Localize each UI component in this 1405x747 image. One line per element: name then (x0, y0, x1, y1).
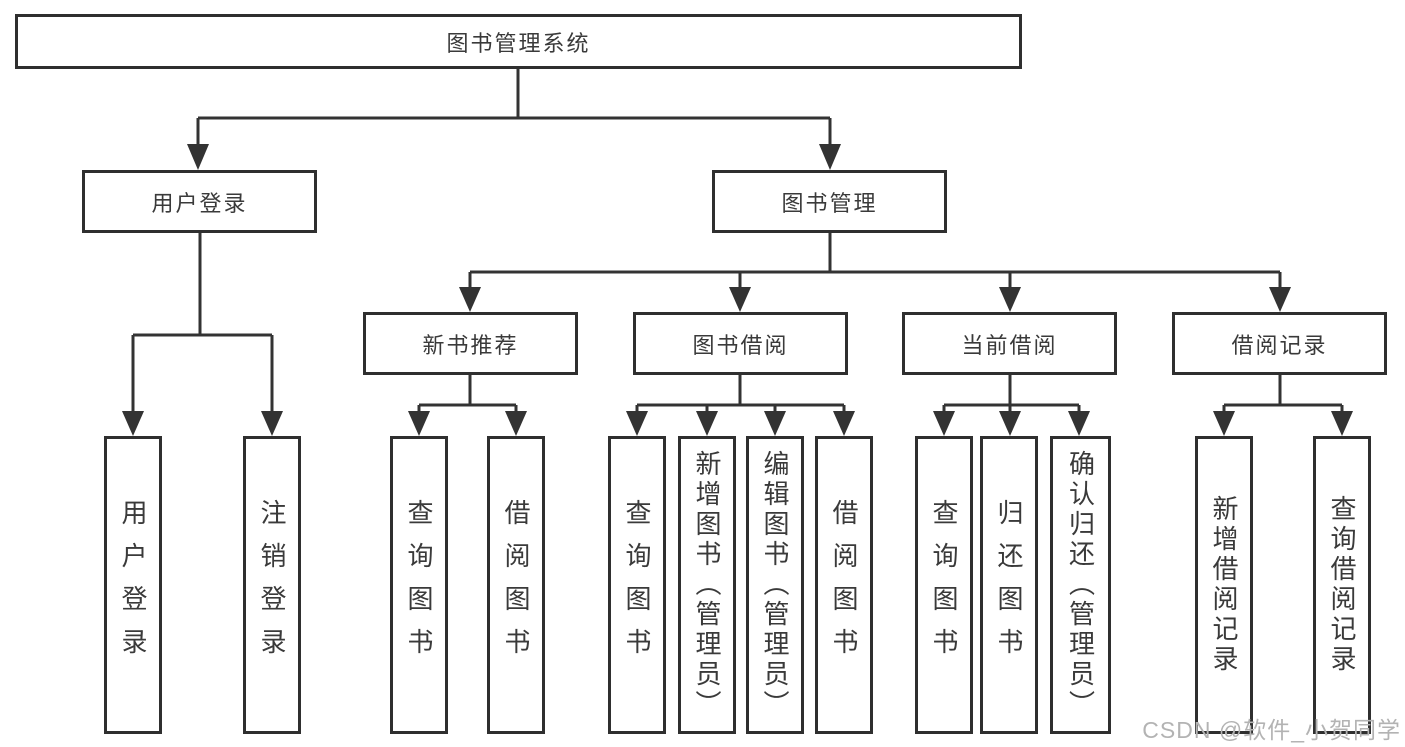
node-library-system-label: 图书管理系统 (446, 30, 591, 56)
leaf-borrow-books-recommend: 借阅图书 (487, 436, 545, 734)
leaf-add-borrow-record: 新增借阅记录 (1195, 436, 1253, 734)
node-borrowing-records-label: 借阅记录 (1231, 332, 1328, 358)
leaf-confirm-return-admin: 确认归还（管理员） (1050, 436, 1111, 734)
leaf-return-books: 归还图书 (980, 436, 1038, 734)
leaf-query-books-recommend-label: 查询图书 (404, 499, 434, 671)
node-borrowing-records: 借阅记录 (1172, 312, 1387, 375)
leaf-user-login-label: 用户登录 (118, 499, 148, 671)
node-new-book-recommendation: 新书推荐 (363, 312, 578, 375)
node-user-login-label: 用户登录 (151, 190, 248, 216)
arrowheads (122, 144, 1353, 436)
leaf-query-books-current: 查询图书 (915, 436, 973, 734)
node-book-management: 图书管理 (712, 170, 947, 233)
leaf-borrow-books-recommend-label: 借阅图书 (501, 499, 531, 671)
leaf-logout-label: 注销登录 (257, 499, 287, 671)
node-book-borrowing: 图书借阅 (633, 312, 848, 375)
leaf-edit-books-admin: 编辑图书（管理员） (746, 436, 804, 734)
leaf-add-books-admin-label: 新增图书（管理员） (692, 450, 722, 720)
leaf-user-login: 用户登录 (104, 436, 162, 734)
node-user-login: 用户登录 (82, 170, 317, 233)
leaf-return-books-label: 归还图书 (994, 499, 1024, 671)
leaf-borrow-books-borrowing: 借阅图书 (815, 436, 873, 734)
leaf-add-books-admin: 新增图书（管理员） (678, 436, 736, 734)
leaf-edit-books-admin-label: 编辑图书（管理员） (760, 450, 790, 720)
leaf-query-books-borrowing-label: 查询图书 (622, 499, 652, 671)
watermark-text: CSDN @软件_小贺同学 (1142, 717, 1401, 743)
leaf-query-books-recommend: 查询图书 (390, 436, 448, 734)
leaf-query-borrow-record: 查询借阅记录 (1313, 436, 1371, 734)
node-book-management-label: 图书管理 (781, 190, 878, 216)
node-library-system: 图书管理系统 (15, 14, 1022, 69)
node-new-book-recommendation-label: 新书推荐 (422, 332, 519, 358)
node-book-borrowing-label: 图书借阅 (692, 332, 789, 358)
leaf-query-books-borrowing: 查询图书 (608, 436, 666, 734)
leaf-query-books-current-label: 查询图书 (929, 499, 959, 671)
leaf-add-borrow-record-label: 新增借阅记录 (1209, 495, 1239, 675)
leaf-query-borrow-record-label: 查询借阅记录 (1327, 495, 1357, 675)
leaf-logout: 注销登录 (243, 436, 301, 734)
node-current-borrowing-label: 当前借阅 (961, 332, 1058, 358)
node-current-borrowing: 当前借阅 (902, 312, 1117, 375)
leaf-confirm-return-admin-label: 确认归还（管理员） (1065, 450, 1096, 720)
leaf-borrow-books-borrowing-label: 借阅图书 (829, 499, 859, 671)
